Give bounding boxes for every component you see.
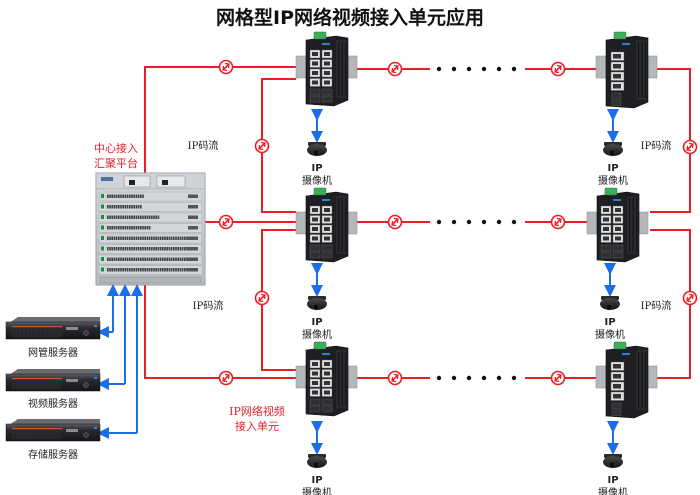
ellipsis-dots-row2 — [436, 219, 517, 225]
line-card — [98, 233, 203, 244]
server — [5, 419, 101, 442]
ip-stream-label-left-bottom: IP码流 — [193, 299, 224, 312]
continuation-dots — [436, 66, 517, 381]
line-card — [98, 254, 203, 265]
sfp-port — [611, 92, 622, 99]
sfp-port — [612, 244, 624, 252]
sfp-port — [309, 95, 321, 103]
sfp-port — [600, 244, 612, 252]
line-card — [98, 265, 203, 275]
line-card — [98, 202, 203, 212]
fiber-link-icon — [682, 139, 698, 155]
ip-camera — [603, 421, 623, 469]
server-label: 存储服务器 — [28, 448, 78, 461]
ip-camera — [307, 421, 327, 469]
industrial-switch-right-row1 — [595, 31, 658, 109]
sfp-port — [321, 251, 333, 259]
camera-label-line1: IP — [311, 475, 322, 486]
fiber-link-icon — [254, 138, 270, 154]
sfp-port — [309, 405, 321, 413]
ip-camera — [307, 263, 327, 311]
power-terminal — [604, 187, 618, 196]
industrial-switch-left-row1 — [295, 31, 358, 107]
server — [5, 369, 101, 392]
fiber-link-icon — [550, 61, 566, 77]
power-terminal — [613, 341, 627, 350]
camera-label-line2: 摄像机 — [302, 174, 332, 187]
ip-stream-label-left-top: IP码流 — [188, 139, 219, 152]
access-unit-label-line1: IP网络视频 — [229, 404, 285, 418]
fiber-link-icon — [218, 370, 234, 386]
camera-label-line2: 摄像机 — [302, 486, 332, 495]
ip-camera — [603, 109, 623, 157]
center-platform-label-line2: 汇聚平台 — [94, 156, 138, 170]
power-terminal — [613, 31, 627, 40]
access-unit-label-line2: 接入单元 — [235, 420, 279, 433]
line-card — [98, 244, 203, 254]
sfp-port — [600, 251, 612, 259]
fiber-link-icon — [550, 214, 566, 230]
industrial-switch-left-row3 — [295, 341, 358, 417]
camera-label-line2: 摄像机 — [302, 328, 332, 341]
ip-stream-label-right-bottom: IP码流 — [641, 299, 672, 312]
ip-camera — [307, 109, 327, 157]
camera-label-line1: IP — [311, 317, 322, 328]
line-card — [98, 223, 203, 233]
line-card — [98, 212, 203, 223]
sfp-port — [321, 405, 333, 413]
server-label: 网管服务器 — [28, 346, 78, 359]
fiber-link-icon — [218, 214, 234, 230]
server — [5, 317, 101, 340]
sfp-port — [309, 244, 321, 252]
power-terminal — [313, 187, 327, 196]
fiber-link-icon — [550, 370, 566, 386]
diagram-title: 网格型IP网络视频接入单元应用 — [216, 6, 484, 29]
camera-label-line1: IP — [607, 163, 618, 174]
line-card — [98, 191, 203, 202]
sfp-port — [611, 402, 622, 409]
sfp-port — [612, 251, 624, 259]
sfp-port — [321, 398, 333, 406]
server-label: 视频服务器 — [28, 397, 78, 410]
sfp-port — [309, 398, 321, 406]
sfp-port — [611, 99, 622, 106]
camera-label-line2: 摄像机 — [598, 174, 628, 187]
ip-stream-label-right-top: IP码流 — [641, 139, 672, 152]
industrial-switch-left-row2 — [295, 187, 358, 263]
ellipsis-dots-row3 — [436, 375, 517, 381]
fiber-link-icon — [387, 61, 403, 77]
server-blue-links — [97, 284, 143, 439]
ellipsis-dots-row1 — [436, 66, 517, 72]
sfp-port — [321, 244, 333, 252]
sfp-port — [321, 95, 333, 103]
access-switches — [295, 31, 658, 419]
sfp-port — [309, 251, 321, 259]
power-terminal — [313, 341, 327, 350]
fiber-link-icon — [387, 370, 403, 386]
sfp-port — [321, 88, 333, 96]
camera-label-line2: 摄像机 — [595, 328, 625, 341]
camera-label-line1: IP — [604, 317, 615, 328]
sfp-port — [309, 88, 321, 96]
industrial-switch-right-row3 — [595, 341, 658, 419]
ip-camera — [600, 263, 620, 311]
center-platform-label-line1: 中心接入 — [94, 142, 138, 155]
power-terminal — [313, 31, 327, 40]
line-card-slots — [98, 191, 203, 275]
link-platform-to-row1 — [144, 66, 296, 175]
camera-label-line1: IP — [311, 163, 322, 174]
fiber-link-icon — [254, 290, 270, 306]
industrial-switch-right-row2 — [586, 187, 649, 263]
fiber-link-icon — [682, 290, 698, 306]
fiber-link-icon — [218, 59, 234, 75]
camera-label-line2: 摄像机 — [598, 486, 628, 495]
fiber-link-icon — [387, 214, 403, 230]
center-platform-chassis — [95, 172, 206, 286]
link-platform-to-row3 — [144, 285, 296, 379]
sfp-port — [611, 409, 622, 416]
camera-label-line1: IP — [607, 475, 618, 486]
